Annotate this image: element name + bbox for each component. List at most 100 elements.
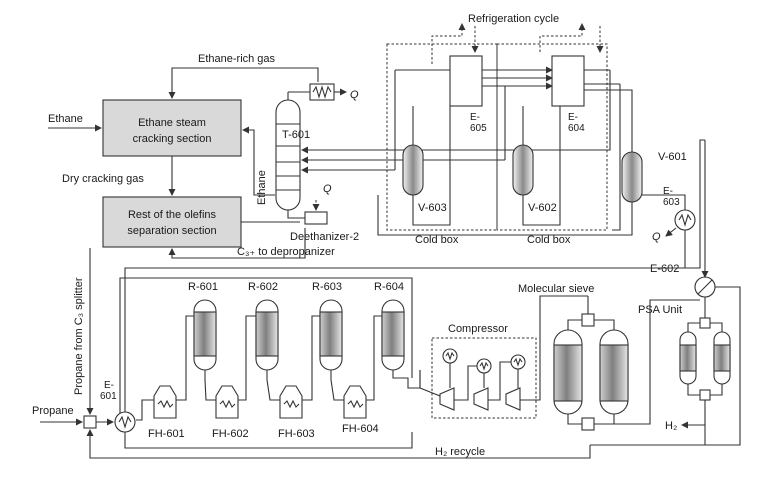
olefins-separation-label-2: separation section (127, 225, 216, 237)
steam-cracking-label-2: cracking section (133, 133, 212, 145)
ethane-vertical-label: Ethane (256, 170, 268, 205)
c3-depropanizer-label: C₃₊ to depropanizer (237, 246, 335, 258)
e601-label-2: 601 (100, 391, 117, 402)
r601-label: R-601 (188, 281, 218, 293)
cold-box-2 (496, 43, 608, 231)
steam-cracking-box (102, 99, 242, 157)
intercooler-1 (442, 348, 458, 364)
psa-bed-2-fill (713, 344, 731, 372)
dry-cracking-gas-label: Dry cracking gas (62, 173, 144, 185)
t601-condenser-coil (312, 85, 332, 99)
train-line (204, 370, 216, 401)
mol-sieve-bed-2-fill (599, 344, 629, 402)
cold-box-2-label: Cold box (527, 234, 571, 246)
psa-line (687, 322, 700, 332)
h2-recycle-line (86, 429, 591, 459)
e601-hot-side (124, 432, 413, 449)
mol-sieve-bottom-valve (581, 417, 595, 431)
mol-sieve-line (567, 414, 582, 425)
train-line (238, 315, 256, 401)
v602-label: V-602 (528, 202, 557, 214)
e602-label: E-602 (650, 263, 679, 275)
comp-line (488, 361, 511, 401)
deethanizer-label: Deethanizer-2 (290, 231, 359, 243)
compressor-label: Compressor (448, 323, 508, 335)
q-e603-arrow (665, 227, 677, 237)
comp-line (454, 365, 477, 401)
r604-bed (381, 311, 405, 357)
fh601-furnace (153, 385, 177, 419)
v601-label: V-601 (658, 151, 687, 163)
e602-diag (697, 279, 713, 295)
olefins-separation-box (102, 196, 242, 248)
molecular-sieve-label: Molecular sieve (518, 283, 594, 295)
v601-bottom (377, 195, 633, 236)
r603-label: R-603 (312, 281, 342, 293)
fh603-coil (283, 399, 300, 409)
fh603-label: FH-603 (278, 428, 315, 440)
v601-vessel (621, 151, 643, 203)
compressor-box (431, 337, 537, 419)
e601-coil (118, 415, 132, 429)
e605-label-2: 605 (470, 123, 487, 134)
e605-exchanger (449, 55, 483, 107)
cold-box-1-label: Cold box (415, 234, 459, 246)
mol-sieve-bed-1-fill (553, 344, 583, 402)
train-line (136, 399, 154, 421)
train-line (302, 315, 320, 401)
r601-bed (193, 311, 217, 357)
intercooler-2 (476, 358, 492, 374)
mol-sieve-line (594, 414, 615, 425)
e601-label-1: E- (104, 380, 114, 391)
psa-top-valve (699, 317, 711, 329)
e604-exchanger (551, 55, 585, 107)
v603-vessel (402, 144, 424, 196)
fh602-label: FH-602 (212, 428, 249, 440)
t601-bottom (287, 210, 305, 219)
psa-line (687, 384, 700, 396)
reactor-loop (119, 277, 413, 420)
ethane-feed-label: Ethane (48, 113, 83, 125)
train-to-compressor (392, 370, 421, 389)
e605-label-1: E- (470, 112, 480, 123)
fh604-label: FH-604 (342, 423, 379, 435)
fh601-label: FH-601 (148, 428, 185, 440)
train-line (176, 315, 194, 401)
h2-product (681, 400, 706, 429)
refrig-line-3 (539, 23, 586, 52)
v602-bottom (522, 106, 561, 226)
t601-reboiler (304, 211, 328, 225)
q-e603-label: Q (652, 231, 661, 243)
steam-cracking-label-1: Ethane steam (138, 117, 206, 129)
comp-line (419, 370, 441, 397)
e604-label-2: 604 (568, 123, 585, 134)
h2-recycle-label: H₂ recycle (435, 446, 485, 458)
psa-bottom-valve (699, 389, 711, 401)
train-line (366, 315, 382, 401)
r603-bed (319, 311, 343, 357)
fh601-coil (157, 399, 174, 409)
compressor-stage-1 (439, 387, 455, 411)
stream (600, 70, 611, 151)
ethane-rich-gas-line (168, 67, 319, 99)
v603-label: V-603 (418, 202, 447, 214)
r604-label: R-604 (374, 281, 404, 293)
r602-label: R-602 (248, 281, 278, 293)
train-line (330, 370, 344, 401)
coil (445, 351, 455, 361)
psa-bed-1-fill (679, 344, 697, 372)
q-top-label: Q (350, 89, 359, 101)
mol-sieve-to-psa (594, 299, 700, 425)
v603-bottom (412, 106, 451, 226)
t601-label: T-601 (282, 129, 310, 141)
q-mid-label: Q (323, 183, 332, 195)
e603-label-1: E- (663, 186, 673, 197)
mol-sieve-line (594, 319, 615, 330)
r602-bed (255, 311, 279, 357)
train-line (266, 370, 280, 401)
propane-label: Propane (32, 405, 74, 417)
fh602-coil (219, 399, 236, 409)
coil (513, 357, 523, 367)
fh604-coil (347, 399, 364, 409)
